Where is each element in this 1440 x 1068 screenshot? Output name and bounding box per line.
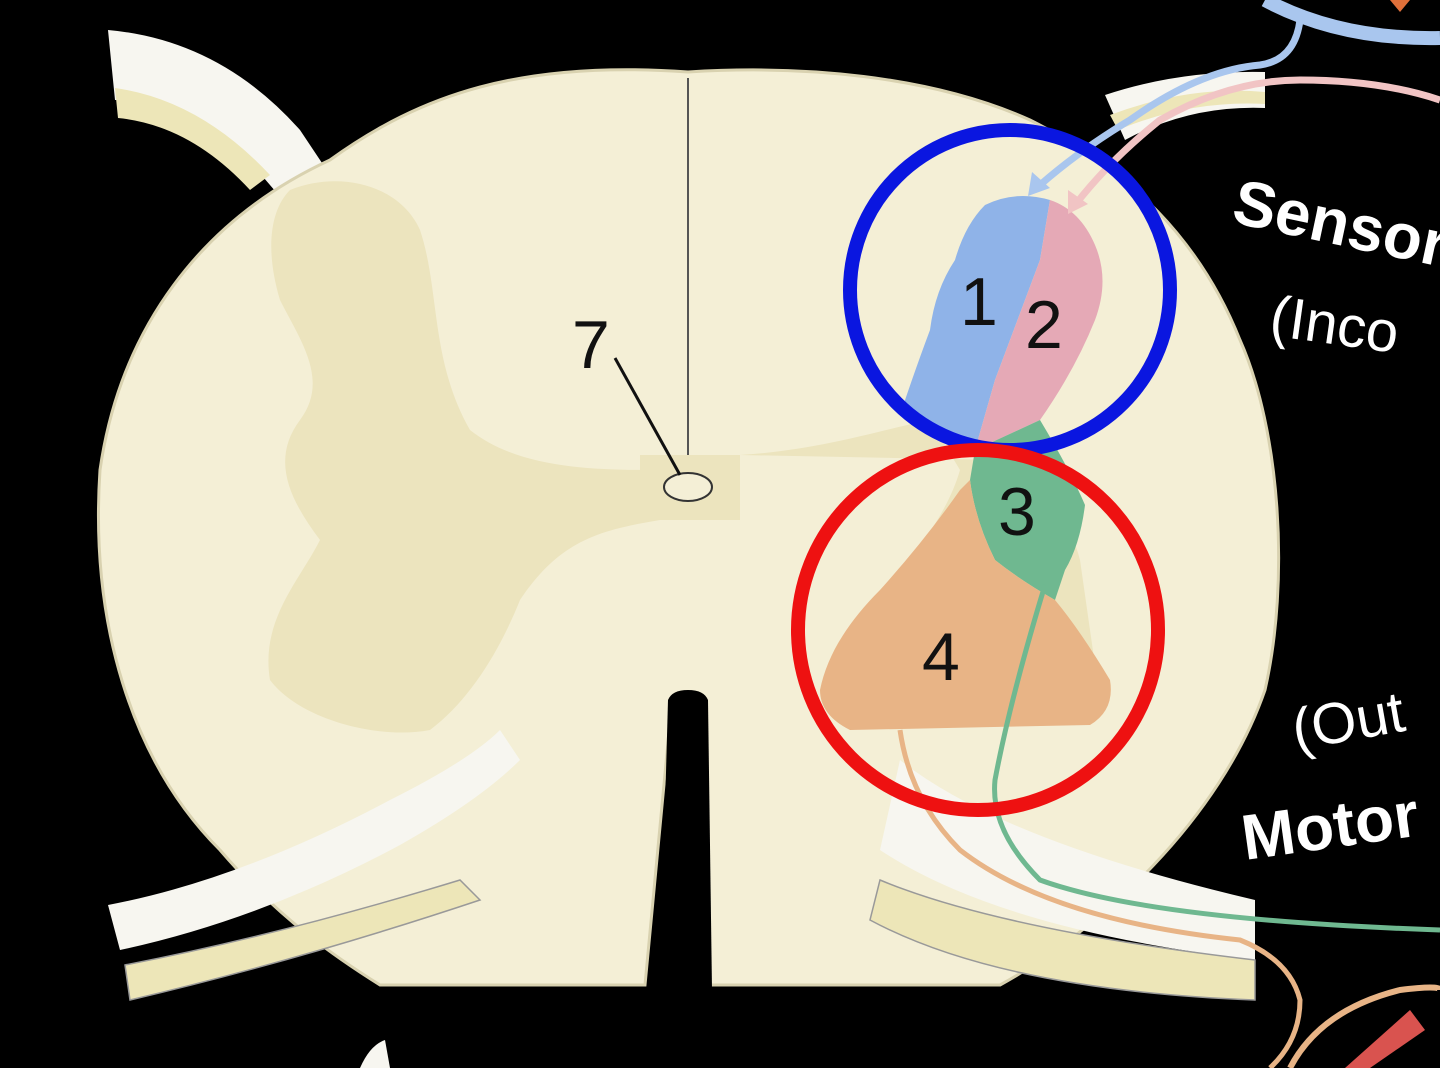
right-ventral-root-sheath [869,878,1256,1001]
motor-highlight-circle [791,443,1165,817]
motor-axon-green [992,584,1440,933]
left-ventral-root [108,730,520,950]
central-canal [663,472,713,502]
left-ventral-root-sheath [124,879,482,1001]
sensory-fiber-pink [1072,76,1440,208]
muscle-outline [1287,984,1440,1068]
motor-axon-orange [897,729,1303,1068]
top-nerve-tip [1390,0,1410,12]
region-4 [820,480,1111,730]
left-dorsal-root-sheath [115,88,270,190]
left-grey-matter [268,181,660,733]
label-1: 1 [960,264,998,340]
right-dorsal-root-sheath [1110,90,1265,130]
label-2: 2 [1025,287,1063,363]
label-7-pointer [613,357,682,476]
top-nerve-blue [1261,0,1440,46]
region-2 [975,200,1103,450]
region-1 [900,196,1050,450]
sensory-arrowhead-pink [1068,190,1088,214]
label-3: 3 [998,474,1036,550]
label-4: 4 [922,619,960,695]
muscle-fibers [1345,1010,1425,1068]
sensory-arrowhead-blue [1028,172,1050,196]
bottom-fragment [360,1040,390,1068]
left-dorsal-root [108,30,340,220]
label-7: 7 [572,307,610,383]
ventral-fissure [660,690,712,990]
